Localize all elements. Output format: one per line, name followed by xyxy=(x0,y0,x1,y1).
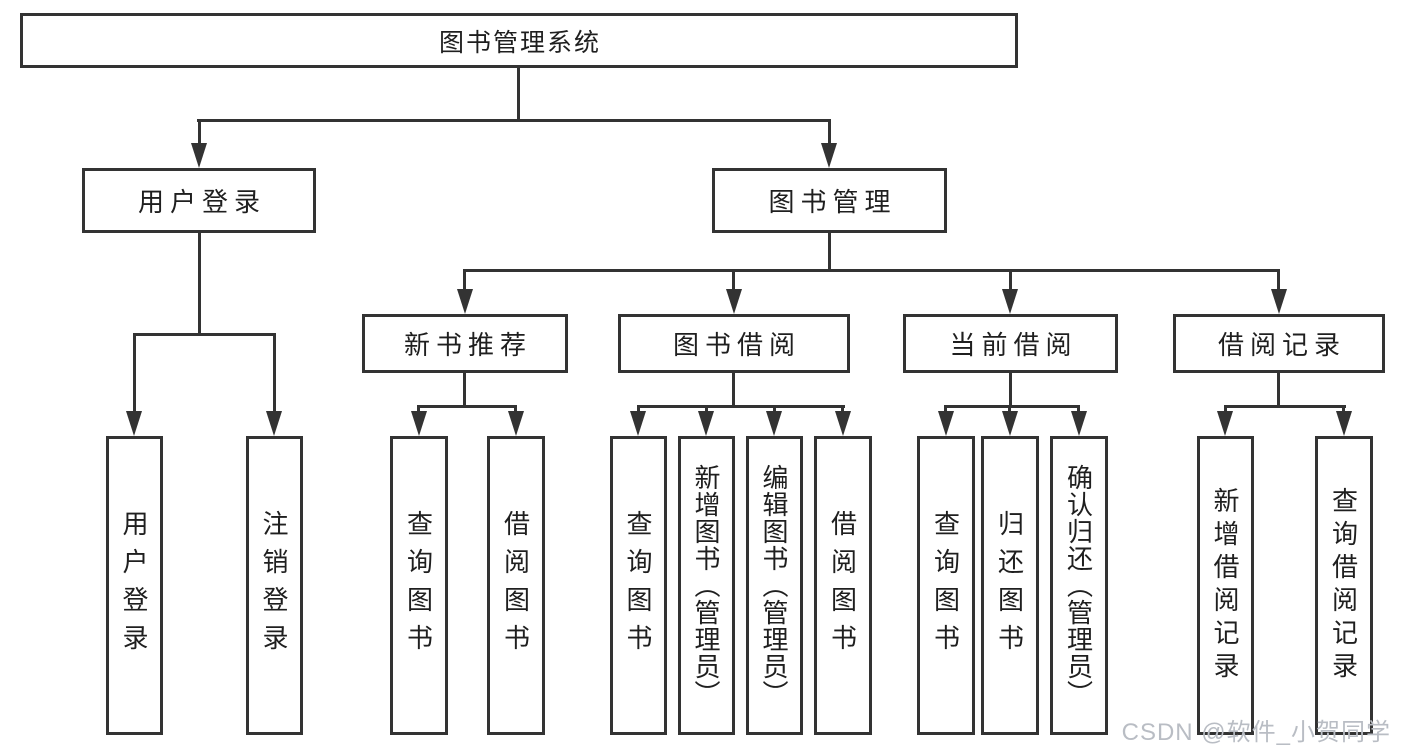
leaf-edit-book-admin: 编辑图书（管理员） xyxy=(746,436,803,735)
leaf-borrow-books-recommend: 借阅图书 xyxy=(487,436,545,735)
connector-line xyxy=(1342,405,1345,414)
arrow-down-icon xyxy=(821,143,837,168)
connector-line xyxy=(1277,373,1280,408)
leaf-borrow-books-recommend-label: 借阅图书 xyxy=(500,509,531,662)
arrow-down-icon xyxy=(508,411,524,436)
leaf-edit-book-admin-label: 编辑图书（管理员） xyxy=(759,464,789,707)
node-root-label: 图书管理系统 xyxy=(438,28,601,57)
leaf-confirm-return-admin-label: 确认归还（管理员） xyxy=(1063,464,1094,707)
leaf-query-books-borrow-label: 查询图书 xyxy=(623,509,653,662)
connector-line xyxy=(463,269,466,291)
leaf-return-book: 归还图书 xyxy=(981,436,1039,735)
connector-line xyxy=(273,333,276,413)
node-user-login-label: 用户登录 xyxy=(137,187,266,217)
connector-line xyxy=(1077,405,1080,414)
connector-line xyxy=(1224,405,1346,408)
leaf-query-books-current: 查询图书 xyxy=(917,436,975,735)
arrow-down-icon xyxy=(1002,411,1018,436)
connector-line xyxy=(517,66,520,122)
connector-line xyxy=(1008,405,1011,414)
arrow-down-icon xyxy=(938,411,954,436)
leaf-logout: 注销登录 xyxy=(246,436,303,735)
connector-line xyxy=(944,405,1080,408)
arrow-down-icon xyxy=(835,411,851,436)
leaf-query-borrow-record-label: 查询借阅记录 xyxy=(1328,486,1359,685)
leaf-add-borrow-record-label: 新增借阅记录 xyxy=(1210,486,1240,685)
connector-line xyxy=(197,119,831,122)
arrow-down-icon xyxy=(1217,411,1233,436)
connector-line xyxy=(133,333,276,336)
connector-line xyxy=(463,373,466,408)
node-new-book-recommend-label: 新书推荐 xyxy=(403,330,532,360)
leaf-user-login-label: 用户登录 xyxy=(119,509,149,662)
node-book-borrow-label: 图书借阅 xyxy=(672,330,801,360)
connector-line xyxy=(637,405,640,414)
arrow-down-icon xyxy=(1002,289,1018,314)
leaf-user-login: 用户登录 xyxy=(106,436,163,735)
connector-line xyxy=(828,119,831,147)
arrow-down-icon xyxy=(126,411,142,436)
connector-line xyxy=(705,405,708,414)
arrow-down-icon xyxy=(457,289,473,314)
arrow-down-icon xyxy=(630,411,646,436)
leaf-return-book-label: 归还图书 xyxy=(994,509,1025,662)
leaf-query-borrow-record: 查询借阅记录 xyxy=(1315,436,1373,735)
node-book-borrow: 图书借阅 xyxy=(618,314,850,373)
arrow-down-icon xyxy=(1271,289,1287,314)
leaf-query-books-current-label: 查询图书 xyxy=(930,509,961,662)
connector-line xyxy=(828,233,831,272)
node-user-login: 用户登录 xyxy=(82,168,316,233)
arrow-down-icon xyxy=(698,411,714,436)
leaf-borrow-books-borrow-label: 借阅图书 xyxy=(827,509,858,662)
arrow-down-icon xyxy=(266,411,282,436)
leaf-add-book-admin-label: 新增图书（管理员） xyxy=(691,464,721,707)
arrow-down-icon xyxy=(191,143,207,168)
node-current-borrow: 当前借阅 xyxy=(903,314,1118,373)
node-borrow-records-label: 借阅记录 xyxy=(1217,330,1346,360)
connector-line xyxy=(944,405,947,414)
connector-line xyxy=(1277,269,1280,291)
connector-line xyxy=(463,269,1280,272)
node-root: 图书管理系统 xyxy=(20,13,1018,68)
connector-line xyxy=(133,333,136,413)
connector-line xyxy=(841,405,844,414)
arrow-down-icon xyxy=(1336,411,1352,436)
connector-line xyxy=(773,405,776,414)
node-book-management-label: 图书管理 xyxy=(768,187,897,217)
arrow-down-icon xyxy=(411,411,427,436)
connector-line xyxy=(417,405,420,414)
node-new-book-recommend: 新书推荐 xyxy=(362,314,568,373)
node-borrow-records: 借阅记录 xyxy=(1173,314,1385,373)
connector-line xyxy=(732,269,735,291)
node-current-borrow-label: 当前借阅 xyxy=(949,330,1078,360)
connector-line xyxy=(1009,269,1012,291)
connector-line xyxy=(198,119,201,147)
connector-line xyxy=(514,405,517,414)
csdn-watermark: CSDN @软件_小贺同学 xyxy=(1121,719,1391,746)
leaf-confirm-return-admin: 确认归还（管理员） xyxy=(1050,436,1108,735)
node-book-management: 图书管理 xyxy=(712,168,947,233)
connector-line xyxy=(732,373,735,408)
leaf-add-borrow-record: 新增借阅记录 xyxy=(1197,436,1254,735)
leaf-query-books-recommend: 查询图书 xyxy=(390,436,448,735)
leaf-logout-label: 注销登录 xyxy=(259,509,289,662)
arrow-down-icon xyxy=(766,411,782,436)
leaf-add-book-admin: 新增图书（管理员） xyxy=(678,436,735,735)
arrow-down-icon xyxy=(1071,411,1087,436)
leaf-query-books-recommend-label: 查询图书 xyxy=(403,509,434,662)
connector-line xyxy=(417,405,517,408)
connector-line xyxy=(198,233,201,336)
arrow-down-icon xyxy=(726,289,742,314)
leaf-query-books-borrow: 查询图书 xyxy=(610,436,667,735)
connector-line xyxy=(1224,405,1227,414)
connector-line xyxy=(1009,373,1012,408)
connector-line xyxy=(637,405,845,408)
leaf-borrow-books-borrow: 借阅图书 xyxy=(814,436,872,735)
